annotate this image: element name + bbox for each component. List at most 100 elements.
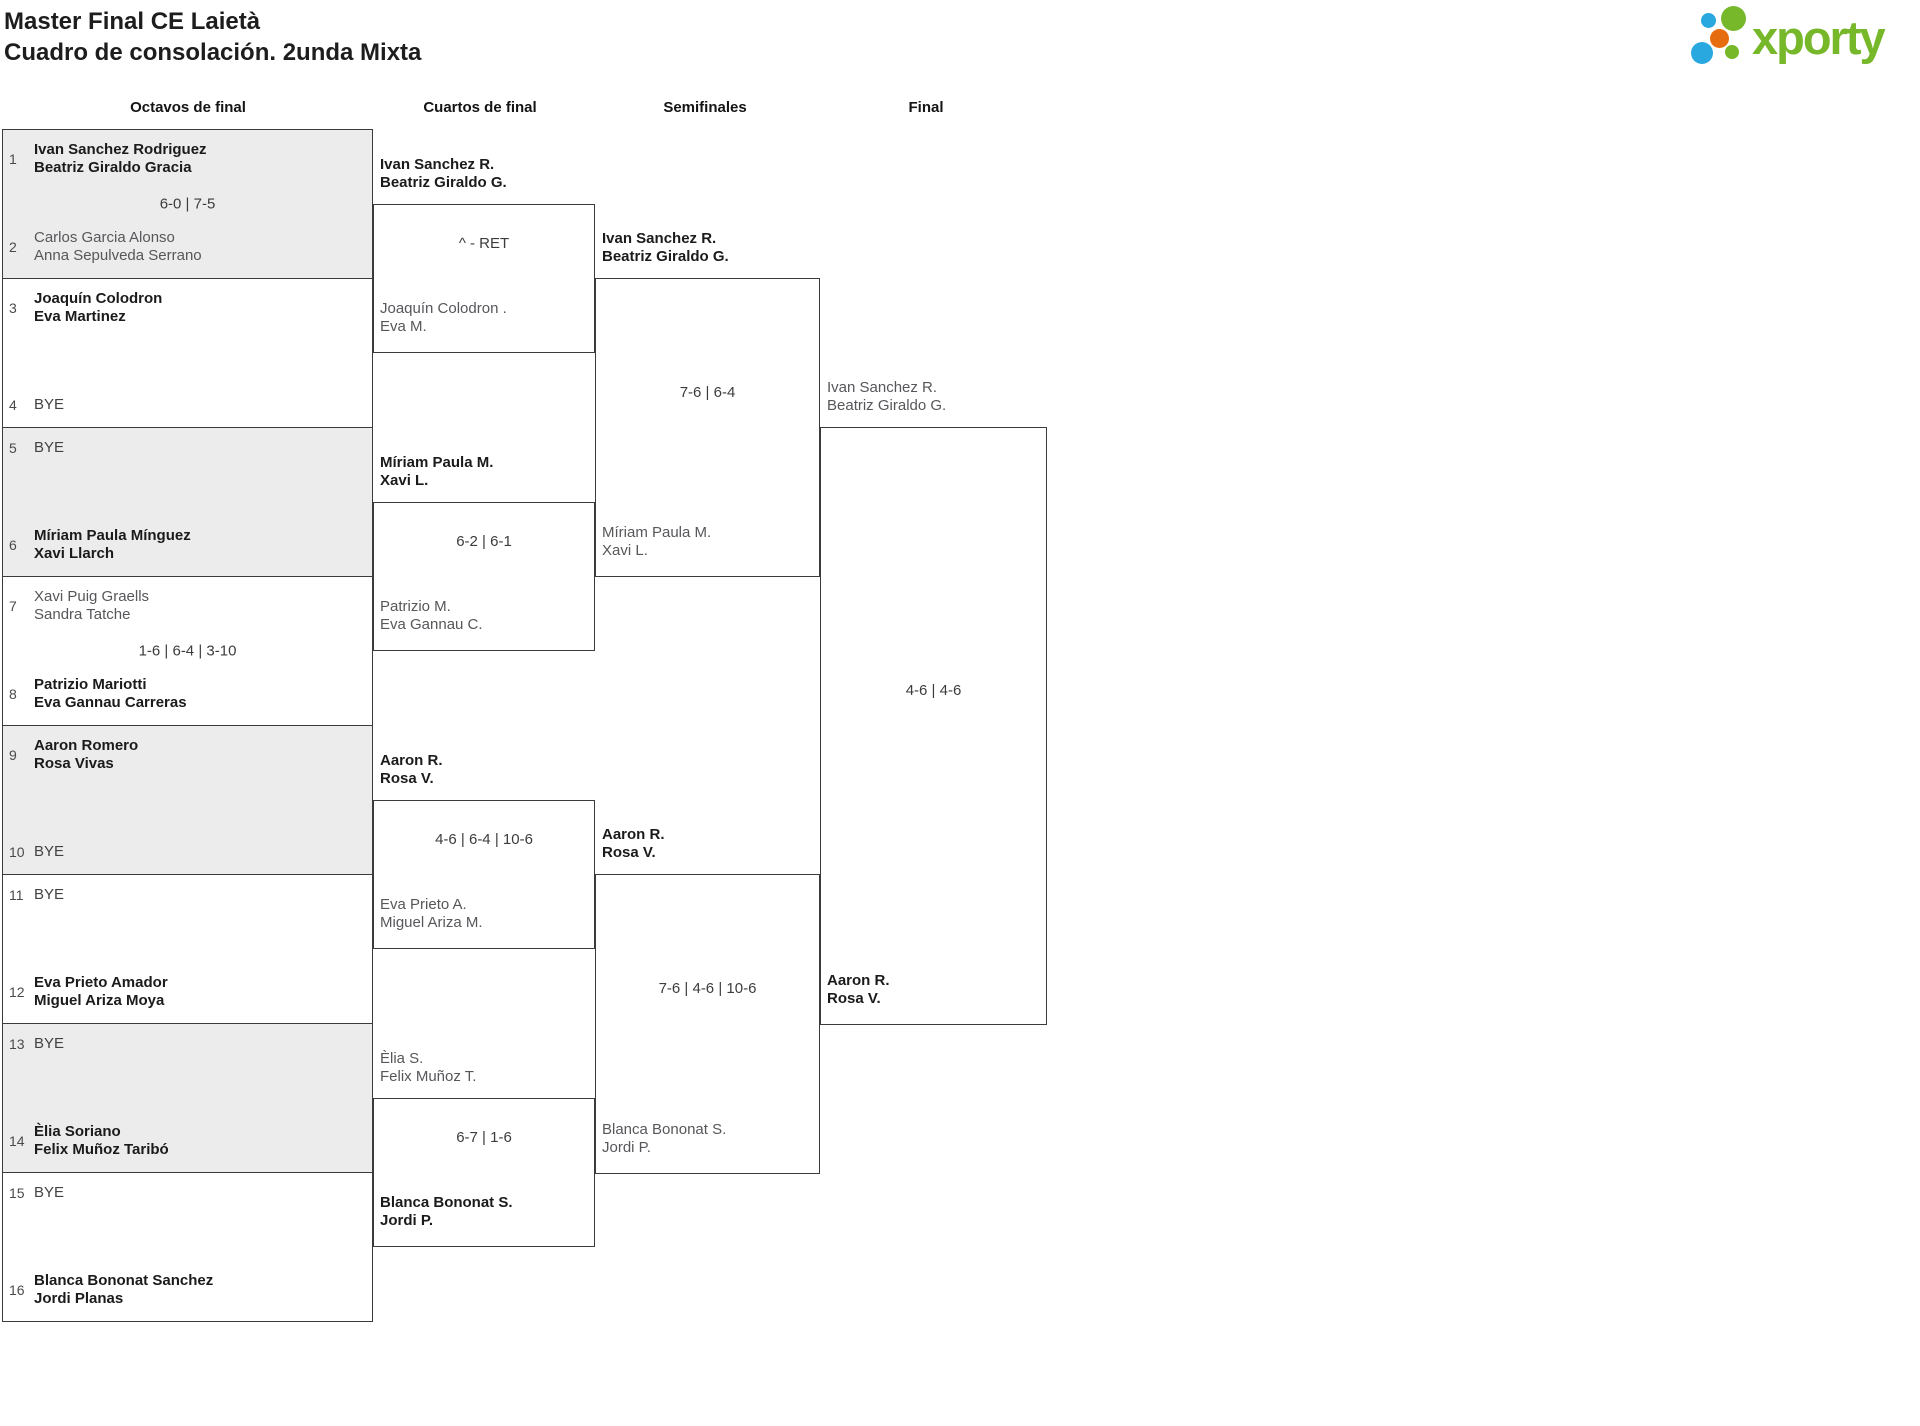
match-score: 6-0 | 7-5 <box>159 195 216 213</box>
logo-dot-blue-small <box>1701 13 1716 28</box>
player-name: Miguel Ariza Moya <box>34 992 165 1009</box>
player-name: Rosa V. <box>602 844 656 861</box>
tournament-name: Master Final CE Laietà <box>4 8 261 35</box>
bracket-slot-5: 5 BYE <box>9 439 64 457</box>
player-name: Jordi Planas <box>34 1290 124 1307</box>
player-name: Eva M. <box>380 318 427 335</box>
bracket-slot-1: 1 Ivan Sanchez Rodriguez Beatriz Giraldo… <box>9 141 207 177</box>
player-name: Míriam Paula M. <box>602 524 712 541</box>
bye-label: BYE <box>34 396 65 413</box>
slot-number: 1 <box>9 151 17 167</box>
bracket-slot-11: 11 BYE <box>9 886 64 904</box>
player-name: Beatriz Giraldo G. <box>827 397 947 414</box>
slot-number: 8 <box>9 686 17 702</box>
match-score: 7-6 | 6-4 <box>679 383 736 401</box>
bracket-slot-4: 4 BYE <box>9 396 64 414</box>
bracket-slot-14: 14 Èlia Soriano Felix Muñoz Taribó <box>9 1123 169 1159</box>
pair-label: Aaron R. Rosa V. <box>602 826 665 862</box>
logo-dot-blue-large <box>1691 42 1713 64</box>
pair-label: Ivan Sanchez R. Beatriz Giraldo G. <box>602 230 729 266</box>
octavos-match-3: 5 BYE 6 Míriam Paula Mínguez Xavi Llarch <box>2 427 373 577</box>
slot-number: 11 <box>9 887 24 903</box>
octavos-match-7: 13 BYE 14 Èlia Soriano Felix Muñoz Tarib… <box>2 1023 373 1173</box>
player-name: Aaron R. <box>827 972 890 989</box>
player-name: Eva Gannau C. <box>380 616 483 633</box>
semifinal-match-1: Ivan Sanchez R. Beatriz Giraldo G. 7-6 |… <box>595 230 820 577</box>
player-name: Rosa Vivas <box>34 755 114 772</box>
player-name: Xavi Puig Graells <box>34 588 150 605</box>
bye-label: BYE <box>34 439 65 456</box>
player-name: Miguel Ariza M. <box>380 914 483 931</box>
player-name: Blanca Bononat S. <box>380 1194 513 1211</box>
octavos-match-8: 15 BYE 16 Blanca Bononat Sanchez Jordi P… <box>2 1172 373 1322</box>
match-score: 4-6 | 6-4 | 10-6 <box>435 830 533 848</box>
pair-label: Blanca Bononat S. Jordi P. <box>380 1194 513 1230</box>
player-name: Ivan Sanchez Rodriguez <box>34 141 207 158</box>
player-name: Beatriz Giraldo Gracia <box>34 159 192 176</box>
bracket-slot-13: 13 BYE <box>9 1035 64 1053</box>
logo-wordmark: xporty <box>1752 11 1886 64</box>
slot-number: 2 <box>9 239 17 255</box>
bye-label: BYE <box>34 1184 65 1201</box>
player-name: Jordi P. <box>380 1212 434 1229</box>
player-name: Eva Gannau Carreras <box>34 694 187 711</box>
pair-label: Míriam Paula M. Xavi L. <box>380 454 493 490</box>
xporty-logo[interactable]: xporty <box>1690 4 1915 74</box>
bracket-slot-3: 3 Joaquín Colodron Eva Martinez <box>9 290 162 326</box>
match-score: 1-6 | 6-4 | 3-10 <box>138 642 237 660</box>
logo-dot-green-large <box>1721 6 1746 31</box>
octavos-match-6: 11 BYE 12 Eva Prieto Amador Miguel Ariza… <box>2 874 373 1024</box>
player-name: Blanca Bononat S. <box>602 1121 727 1138</box>
player-name: Èlia Soriano <box>34 1123 121 1140</box>
player-name: Rosa V. <box>827 990 881 1007</box>
slot-number: 13 <box>9 1036 25 1052</box>
player-name: Aaron Romero <box>34 737 139 754</box>
bracket-slot-10: 10 BYE <box>9 843 64 861</box>
cuartos-match-3: Aaron R. Rosa V. 4-6 | 6-4 | 10-6 Eva Pr… <box>373 752 595 949</box>
pair-label: Ivan Sanchez R. Beatriz Giraldo G. <box>380 156 507 192</box>
player-name: Eva Prieto Amador <box>34 974 168 991</box>
round-header-final: Final <box>908 99 944 116</box>
pair-label: Blanca Bononat S. Jordi P. <box>602 1121 726 1157</box>
slot-number: 7 <box>9 598 17 614</box>
octavos-match-1: 1 Ivan Sanchez Rodriguez Beatriz Giraldo… <box>2 129 373 279</box>
match-score: 6-2 | 6-1 <box>456 532 512 550</box>
player-name: Felix Muñoz T. <box>380 1068 477 1085</box>
slot-number: 5 <box>9 440 17 456</box>
bracket-slot-8: 8 Patrizio Mariotti Eva Gannau Carreras <box>9 676 187 712</box>
logo-dot-orange <box>1710 29 1729 48</box>
cuartos-match-2: Míriam Paula M. Xavi L. 6-2 | 6-1 Patriz… <box>373 454 595 651</box>
pair-label: Patrizio M. Eva Gannau C. <box>380 598 483 634</box>
round-header-octavos: Octavos de final <box>130 99 246 116</box>
bracket-slot-12: 12 Eva Prieto Amador Miguel Ariza Moya <box>9 974 168 1010</box>
player-name: Blanca Bononat Sanchez <box>34 1272 214 1289</box>
player-name: Patrizio M. <box>380 598 451 615</box>
player-name: Beatriz Giraldo G. <box>602 248 729 265</box>
player-name: Míriam Paula M. <box>380 454 494 471</box>
slot-number: 14 <box>9 1133 25 1149</box>
player-name: Joaquín Colodron . <box>380 300 507 317</box>
player-name: Eva Martinez <box>34 308 126 325</box>
player-name: Sandra Tatche <box>34 606 131 623</box>
player-name: Ivan Sanchez R. <box>827 379 938 396</box>
slot-number: 16 <box>9 1282 25 1298</box>
player-name: Èlia S. <box>380 1050 424 1067</box>
match-score: 7-6 | 4-6 | 10-6 <box>658 980 757 997</box>
player-name: Anna Sepulveda Serrano <box>34 247 202 264</box>
octavos-match-4: 7 Xavi Puig Graells Sandra Tatche 1-6 | … <box>2 576 373 726</box>
pair-label: Eva Prieto A. Miguel Ariza M. <box>380 896 483 932</box>
bye-label: BYE <box>34 843 65 860</box>
pair-label: Aaron R. Rosa V. <box>827 972 890 1008</box>
slot-number: 6 <box>9 537 17 553</box>
bracket-slot-15: 15 BYE <box>9 1184 64 1202</box>
player-name: Ivan Sanchez R. <box>602 230 717 247</box>
bracket-slot-9: 9 Aaron Romero Rosa Vivas <box>9 737 138 773</box>
player-name: Aaron R. <box>602 826 665 843</box>
semifinal-match-2: Aaron R. Rosa V. 7-6 | 4-6 | 10-6 Blanca… <box>595 826 820 1174</box>
player-name: Jordi P. <box>602 1139 651 1156</box>
slot-number: 15 <box>9 1185 25 1201</box>
player-name: Ivan Sanchez R. <box>380 156 495 173</box>
bye-label: BYE <box>34 886 65 903</box>
player-name: Joaquín Colodron <box>34 290 163 307</box>
